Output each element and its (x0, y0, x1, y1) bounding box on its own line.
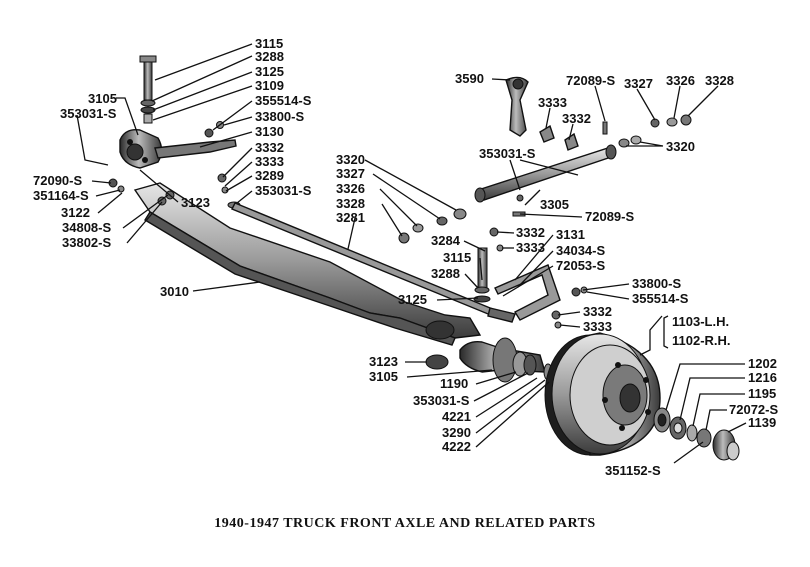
right-kingpin-3115 (473, 247, 588, 329)
label-351152: 351152-S (605, 463, 661, 478)
label-355514-right: 355514-S (632, 291, 689, 306)
wheel-bearing-parts (653, 407, 740, 461)
label-355514-top: 355514-S (255, 93, 312, 108)
label-1216: 1216 (748, 370, 777, 385)
label-3130: 3130 (255, 124, 284, 139)
label-3590: 3590 (455, 71, 484, 86)
label-3332-top: 3332 (562, 111, 591, 126)
label-3328-left: 3328 (336, 196, 365, 211)
brake-drum-1103 (544, 332, 661, 456)
left-kingpin-3115 (139, 55, 157, 124)
label-3115-top: 3115 (255, 36, 283, 51)
label-3123-right: 3123 (369, 354, 398, 369)
label-3281: 3281 (336, 210, 365, 225)
label-3105-left: 3105 (88, 91, 117, 106)
label-3320-left: 3320 (336, 152, 365, 167)
label-34808: 34808-S (62, 220, 111, 235)
label-3326-right: 3326 (666, 73, 695, 88)
label-1139: 1139 (748, 415, 776, 430)
label-72089-mid: 72089-S (585, 209, 634, 224)
label-3332-mid: 3332 (516, 225, 545, 240)
label-1103: 1103-L.H. (672, 314, 729, 329)
label-353031-mid: 353031-S (479, 146, 536, 161)
label-3333-mid: 3333 (516, 240, 545, 255)
drag-link-3305 (474, 144, 617, 203)
label-1190: 1190 (440, 376, 468, 391)
label-3131: 3131 (556, 227, 585, 242)
label-33802: 33802-S (62, 235, 111, 250)
label-353031-left-b: 353031-S (255, 183, 312, 198)
label-3320-right: 3320 (666, 139, 695, 154)
label-3115-right: 3115 (443, 250, 471, 265)
label-34034: 34034-S (556, 243, 605, 258)
label-1102: 1102-R.H. (672, 333, 731, 348)
label-3305: 3305 (540, 197, 569, 212)
label-3327-left: 3327 (336, 166, 365, 181)
label-3332-right: 3332 (583, 304, 612, 319)
label-72072: 72072-S (729, 402, 778, 417)
label-3326-left: 3326 (336, 181, 365, 196)
label-3290: 3290 (442, 425, 471, 440)
label-3332-left: 3332 (255, 140, 284, 155)
label-33800-right: 33800-S (632, 276, 681, 291)
bracket-1103-1102 (663, 315, 669, 349)
label-353031-left-a: 353031-S (60, 106, 117, 121)
label-3010: 3010 (160, 284, 189, 299)
label-3327-right: 3327 (624, 76, 653, 91)
diagram-caption: 1940-1947 TRUCK FRONT AXLE AND RELATED P… (214, 516, 595, 531)
label-351164: 351164-S (33, 188, 89, 203)
pitman-arm-3590 (505, 76, 529, 137)
label-3288-right: 3288 (431, 266, 460, 281)
label-1195: 1195 (748, 386, 776, 401)
label-1202: 1202 (748, 356, 777, 371)
label-3109: 3109 (255, 78, 284, 93)
label-72053: 72053-S (556, 258, 605, 273)
label-3122: 3122 (61, 205, 90, 220)
left-knuckle-3105 (119, 129, 237, 169)
drag-link-hardware (489, 114, 692, 252)
leader-lines (76, 43, 747, 464)
label-3105-right: 3105 (369, 369, 398, 384)
label-353031-lower: 353031-S (413, 393, 470, 408)
label-72090: 72090-S (33, 173, 82, 188)
label-3125-top: 3125 (255, 64, 284, 79)
label-3289: 3289 (255, 168, 284, 183)
right-knuckle-3105 (425, 337, 553, 383)
label-3333-right: 3333 (583, 319, 612, 334)
label-4221: 4221 (442, 409, 471, 424)
label-3284: 3284 (431, 233, 461, 248)
label-3333-left: 3333 (255, 154, 284, 169)
label-3123-left: 3123 (181, 195, 210, 210)
label-3328-right: 3328 (705, 73, 734, 88)
part-labels: 3115 3288 3125 3109 355514-S 33800-S 313… (33, 36, 778, 478)
label-3333-top: 3333 (538, 95, 567, 110)
axle-beam-3010 (133, 182, 482, 346)
label-3288-top: 3288 (255, 49, 284, 64)
label-72089-top: 72089-S (566, 73, 615, 88)
label-4222: 4222 (442, 439, 471, 454)
label-3125-right: 3125 (398, 292, 427, 307)
label-33800-top: 33800-S (255, 109, 304, 124)
tie-rod-3281 (231, 202, 516, 323)
